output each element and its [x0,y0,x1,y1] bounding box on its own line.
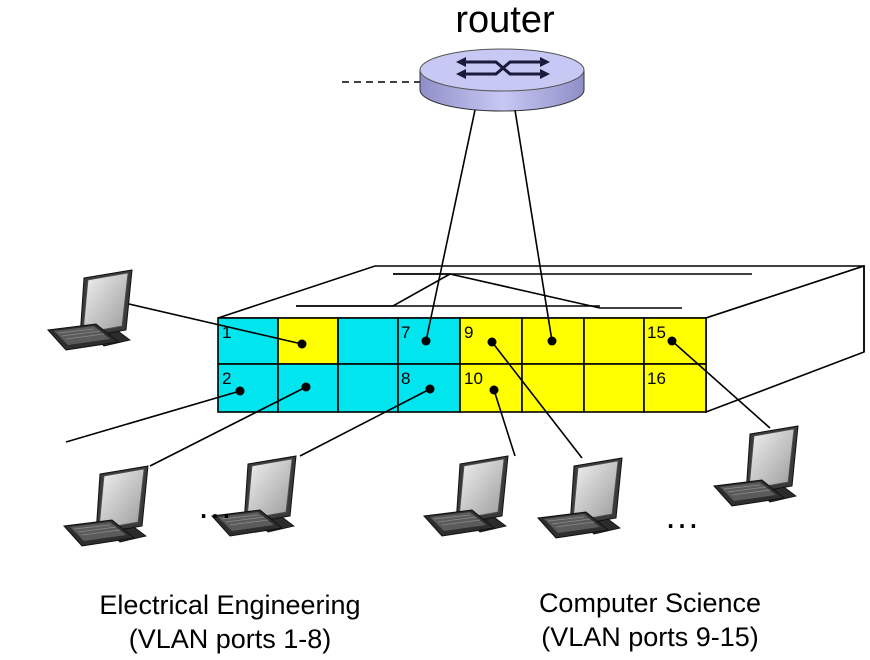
port-6 [337,363,399,413]
port-grid [217,317,707,413]
port-label-8: 8 [401,369,410,388]
group-label-cs: Computer Science (VLAN ports 9-15) [480,586,820,654]
port-label-1: 1 [222,323,231,342]
router-icon [342,48,585,112]
router-links [425,109,553,342]
group-name-ee: Electrical Engineering [99,590,361,620]
ellipsis-right: … [664,495,700,536]
host-cables [65,301,771,467]
computer-icon [713,425,799,507]
computer-icon [537,457,623,539]
port-label-15: 15 [647,323,666,342]
ellipsis-left: … [197,485,233,526]
computer-icon [63,465,149,547]
port-12 [521,363,585,413]
port-15 [643,317,707,365]
port-2 [217,363,279,413]
group-name-cs: Computer Science [538,588,762,618]
group-ports-ee: (VLAN ports 1-8) [128,624,332,654]
router-label: router [455,0,555,41]
port-dots [235,336,677,396]
port-label-9: 9 [464,323,473,342]
group-label-ee: Electrical Engineering (VLAN ports 1-8) [60,588,400,656]
computer-icon [47,269,133,351]
port-16 [643,363,707,413]
port-5 [337,317,399,365]
port-label-10: 10 [464,369,483,388]
port-label-7: 7 [401,323,410,342]
group-ports-cs: (VLAN ports 9-15) [541,622,759,652]
port-14 [583,363,645,413]
computer-icon [423,455,509,537]
port-13 [583,317,645,365]
port-label-2: 2 [222,369,231,388]
port-label-16: 16 [647,369,666,388]
